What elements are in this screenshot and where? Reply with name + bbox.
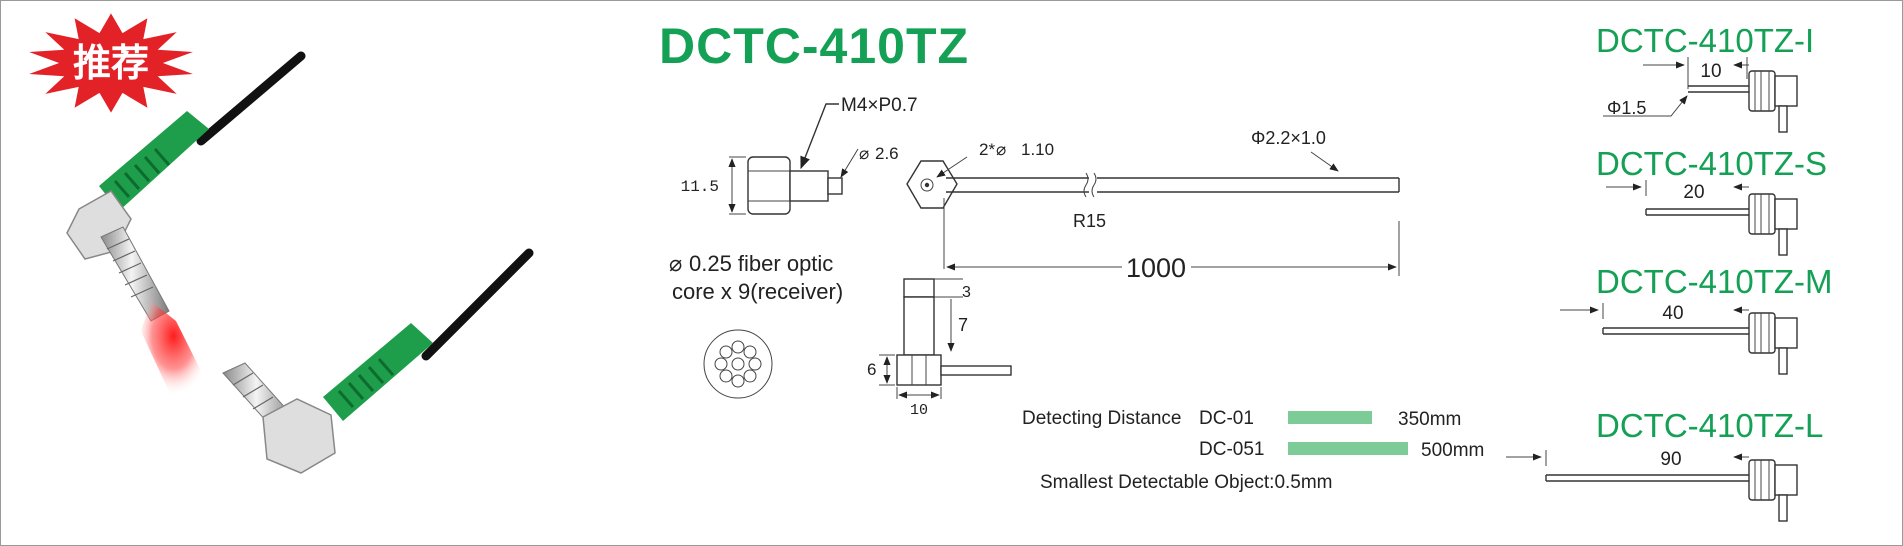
bottom-view: 3 7 6 10	[867, 278, 1012, 419]
distance-bar-1	[1288, 442, 1408, 455]
amp-name-1: DC-051	[1199, 439, 1264, 460]
cable-dia: Φ2.2×1.0	[1251, 128, 1326, 148]
tip-dia: 2.6	[875, 144, 899, 163]
hole-symbol: ⌀	[996, 140, 1006, 159]
amp-name-0: DC-01	[1199, 408, 1254, 429]
variant-name-3: DCTC-410TZ-L	[1596, 407, 1823, 444]
variant-length-3: 90	[1660, 449, 1681, 470]
fiber-core-strand	[719, 369, 733, 383]
variant-I: DCTC-410TZ-I 10 Φ1.5	[1596, 22, 1814, 133]
fiber-core-strand	[719, 345, 733, 359]
variant-name-2: DCTC-410TZ-M	[1596, 263, 1833, 300]
fiber-core-strand	[731, 374, 745, 388]
cable-length: 1000	[1126, 253, 1186, 283]
hole-dia: 1.10	[1021, 140, 1054, 159]
thread-label: M4×P0.7	[841, 95, 918, 116]
sensor-photo-bottom	[222, 248, 534, 474]
fiber-core-strand	[714, 357, 728, 371]
recommend-badge: 推荐	[29, 13, 193, 113]
variant-extra-0: Φ1.5	[1607, 98, 1646, 118]
fiber-core-strand	[743, 369, 757, 383]
variant-length-2: 40	[1662, 303, 1683, 324]
fiber-core-cross-section	[703, 329, 773, 399]
hole-label: 2*	[979, 140, 995, 159]
distance-value-0: 350mm	[1398, 409, 1461, 430]
tip-dia-symbol: ⌀	[859, 144, 869, 163]
core-symbol: ⌀	[669, 251, 682, 276]
smallest-object-note: Smallest Detectable Object:0.5mm	[1040, 472, 1333, 493]
variant-sensor-head	[1748, 193, 1798, 256]
distance-value-1: 500mm	[1421, 440, 1484, 461]
dim-6: 6	[867, 360, 876, 379]
variant-sensor-head	[1748, 70, 1798, 133]
detecting-distance-spec: Detecting Distance DC-01 DC-051 350mm 50…	[1022, 408, 1484, 493]
core-line-1: 0.25 fiber optic	[689, 251, 833, 276]
fiber-core-strand	[743, 345, 757, 359]
fiber-core-strand	[748, 357, 762, 371]
dim-10: 10	[910, 402, 928, 419]
variant-length-1: 20	[1683, 182, 1704, 203]
core-line-2: core x 9(receiver)	[672, 279, 843, 304]
bend-radius: R15	[1073, 211, 1106, 231]
variant-name-0: DCTC-410TZ-I	[1596, 22, 1814, 59]
front-view: 2* ⌀ 1.10 Φ2.2×1.0 R15 1000	[906, 128, 1400, 283]
dim-7: 7	[958, 315, 968, 335]
variant-sensor-head	[1748, 459, 1798, 522]
dim-3: 3	[962, 284, 971, 301]
main-title: DCTC-410TZ	[659, 18, 969, 74]
detecting-distance-label: Detecting Distance	[1022, 408, 1181, 429]
product-photo: 推荐	[29, 13, 534, 474]
badge-text: 推荐	[73, 41, 149, 85]
variant-S: DCTC-410TZ-S 20	[1596, 145, 1827, 256]
badge-star-shape	[29, 13, 193, 113]
fiber-core-note: ⌀ 0.25 fiber optic core x 9(receiver)	[669, 251, 843, 399]
variant-sensor-head	[1748, 312, 1798, 375]
distance-bar-0	[1288, 411, 1372, 424]
variant-name-1: DCTC-410TZ-S	[1596, 145, 1827, 182]
variant-L: DCTC-410TZ-L 90	[1506, 407, 1823, 522]
side-view: 11.5 M4×P0.7 ⌀ 2.6	[681, 95, 918, 215]
variant-length-0: 10	[1700, 61, 1721, 82]
variant-M: DCTC-410TZ-M 40	[1560, 263, 1833, 375]
fiber-core-strand	[731, 340, 745, 354]
dim-height-11-5: 11.5	[681, 178, 719, 196]
sensor-photo-top	[66, 51, 306, 401]
